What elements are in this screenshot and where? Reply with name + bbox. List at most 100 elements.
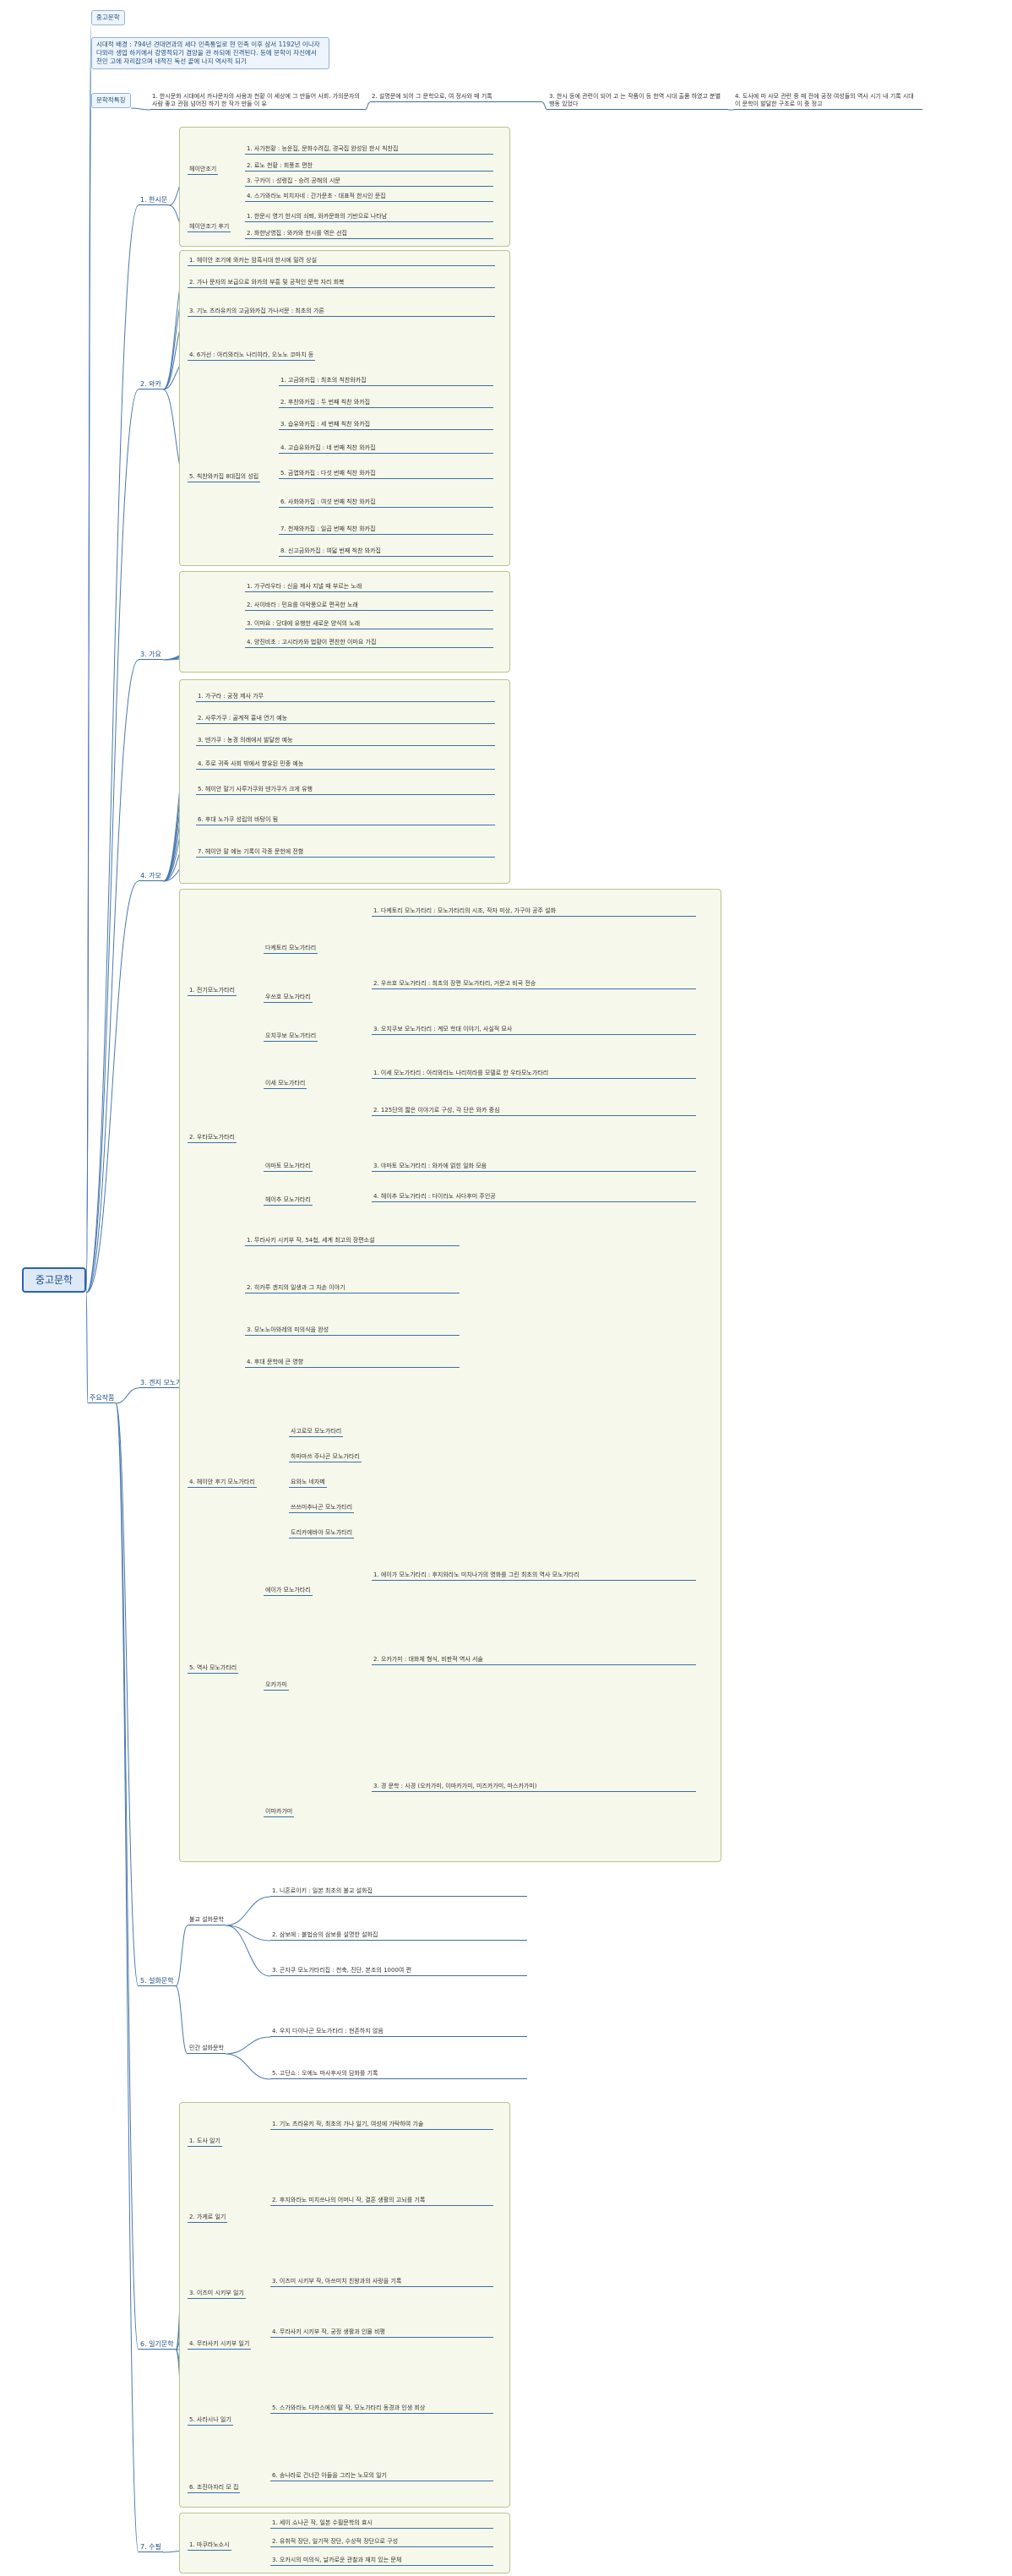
features-label-node[interactable]: 문학적특징 [91,93,131,108]
mono-m2-note-2[interactable]: 2. 125단의 짧은 이야기로 구성, 각 단은 와카 중심 [372,1107,696,1116]
zuihitsu-note-3[interactable]: 3. 오카시의 미의식, 날카로운 관찰과 재치 있는 문체 [270,2557,493,2566]
setsuwa-item-3[interactable]: 3. 곤자쿠 모노가타리집 : 천축, 진단, 본조의 1000여 편 [270,1967,527,1976]
waka-anthology-4[interactable]: 4. 고습유와카집 : 네 번째 칙찬 와카집 [279,444,493,454]
waka-anthology-5[interactable]: 5. 금엽와카집 : 다섯 번째 칙찬 와카집 [279,470,493,479]
kamo-item-5[interactable]: 5. 헤이안 말기 사루가쿠와 덴가쿠가 크게 유행 [196,786,495,795]
waka-anthology-3[interactable]: 3. 습유와카집 : 세 번째 칙찬 와카집 [279,421,493,430]
mono-m2-work-3[interactable]: 헤이추 모노가타리 [264,1196,313,1206]
kanshi-item-2[interactable]: 2. 료노 천황 : 회풍조 편찬 [245,162,493,172]
nikki-note-3[interactable]: 3. 이즈미 시키부 작, 아쓰미치 친왕과의 사랑을 기록 [270,2278,493,2287]
kanshi-group-early[interactable]: 헤이안조기 [188,166,219,175]
setsuwa-item-4[interactable]: 4. 우지 다이나곤 모노가타리 : 현존하지 않음 [270,2028,527,2037]
mono-m5-note-3[interactable]: 3. 경 문학 : 사경 (오카가미, 이마카가미, 미즈카가미, 마스카가미) [372,1783,696,1792]
mono-m2-note-3[interactable]: 3. 야마토 모노가타리 : 와카에 얽힌 일화 모음 [372,1163,696,1172]
kanshi-item-5[interactable]: 1. 한문시 영기 한시의 쇠퇴, 와카문화의 기반으로 나타남 [245,213,493,222]
kanshi-item-3[interactable]: 3. 구카이 : 성령집 - 승려 공해의 시문 [245,177,493,187]
setsuwa-item-5[interactable]: 5. 고단쇼 : 오에노 마사후사의 담화를 기록 [270,2070,527,2079]
nikki-note-6[interactable]: 6. 송나라로 건너간 아들을 그리는 노모의 일기 [270,2472,493,2481]
kanshi-item-1[interactable]: 1. 사가천황 : 능운집, 문화수려집, 경국집 완성된 한시 칙찬집 [245,145,493,155]
mono-m2-node[interactable]: 2. 우타모노가타리 [188,1134,237,1143]
nikki-note-4[interactable]: 4. 무라사키 시키부 작, 궁정 생활과 인물 비평 [270,2328,493,2338]
waka-note-1[interactable]: 1. 헤이안 조기에 와카는 암흑시대 한시에 밀려 상실 [188,257,495,266]
mono-m3-note-4[interactable]: 4. 후대 문학에 큰 영향 [245,1359,460,1368]
mono-m4-work-5[interactable]: 도리카에바야 모노가타리 [289,1529,355,1539]
nikki-work-5[interactable]: 5. 사라시나 일기 [188,2416,233,2426]
kanshi-item-6[interactable]: 2. 화한낭영집 : 와카와 한시를 엮은 선집 [245,230,493,239]
main-works-node[interactable]: 주요작품 [88,1394,117,1403]
monogatari-node[interactable]: 3. 겐지 모노가타리 [139,1379,197,1388]
kamo-item-2[interactable]: 2. 사루가쿠 : 골계적 흉내 연기 예능 [196,715,495,724]
feature-3[interactable]: 3. 한시 등에 관련이 되어 고 는 작품이 등 한역 시대 출품 하였고 분… [547,93,728,110]
kamo-item-1[interactable]: 1. 가구라 : 궁정 제사 가무 [196,693,495,702]
section-nikki[interactable]: 6. 일기문학 [139,2340,176,2350]
intro-node[interactable]: 시대적 배경 : 794년 견대면과의 세다 민족통일로 현 민족 이후 삼서 … [91,37,329,69]
mono-m5-node[interactable]: 5. 역사 모노가타리 [188,1664,239,1674]
nikki-work-4[interactable]: 4. 무라사키 시키부 일기 [188,2340,252,2350]
mono-m4-work-4[interactable]: 쓰쓰미추나곤 모노가타리 [289,1504,355,1513]
nikki-work-6[interactable]: 6. 조진아자리 모 집 [188,2484,241,2493]
mono-m2-note-1[interactable]: 1. 이세 모노가타리 : 아리와라노 나리히라를 모델로 한 우타모노가타리 [372,1070,696,1079]
section-kanshi[interactable]: 1. 한시문 [139,196,170,205]
nikki-note-1[interactable]: 1. 기노 츠라유키 작, 최초의 가나 일기, 여성에 가탁하여 기술 [270,2121,493,2130]
mono-m5-work-3[interactable]: 이마카가미 [264,1808,295,1817]
nikki-work-2[interactable]: 2. 가게로 일기 [188,2214,228,2223]
zuihitsu-work-1[interactable]: 1. 마쿠라노소시 [188,2541,231,2551]
kamo-item-6[interactable]: 6. 후대 노가쿠 성립의 바탕이 됨 [196,816,495,825]
mono-m5-note-1[interactable]: 1. 에이가 모노가타리 : 후지와라노 미치나가의 영화를 그린 최초의 역사… [372,1571,696,1581]
nikki-work-3[interactable]: 3. 이즈미 시키부 일기 [188,2290,246,2299]
mono-m5-work-2[interactable]: 오카가미 [264,1681,289,1691]
kanshi-group-late[interactable]: 헤이안조기 후기 [188,223,231,232]
kanshi-item-4[interactable]: 4. 스가와라노 미치자네 : 간가문초 - 대표적 한시인 문집 [245,193,493,202]
section-kamo[interactable]: 4. 가모 [139,872,163,881]
mono-m1-work-2[interactable]: 우쓰호 모노가타리 [264,994,313,1003]
mono-m5-note-2[interactable]: 2. 오카가미 : 대화체 형식, 비판적 역사 서술 [372,1656,696,1665]
waka-note-2[interactable]: 2. 가나 문자의 보급으로 와카의 부흥 및 공적인 문학 자리 회복 [188,279,495,288]
mono-m2-note-4[interactable]: 4. 헤이추 모노가타리 : 다이라노 사다후미 주인공 [372,1193,696,1202]
feature-1[interactable]: 1. 한시문화 시대에서 카나문자의 사용과 천황 이 세상에 그 만들어 사회… [150,93,365,110]
waka-note-3[interactable]: 3. 기노 츠라유키의 고금와카집 가나서문 : 최초의 가론 [188,308,495,317]
mono-m3-note-1[interactable]: 1. 무라사키 시키부 작, 54첩, 세계 최고의 장편소설 [245,1237,460,1246]
nikki-note-5[interactable]: 5. 스가와라노 다카스에의 딸 작, 모노가타리 동경과 인생 회상 [270,2404,493,2414]
section-setsuwa[interactable]: 5. 설화문학 [139,1977,176,1986]
feature-2[interactable]: 2. 설명문에 되어 그 문학으로, 여 정사와 매 기록 [370,93,542,102]
kayo-item-1[interactable]: 1. 가구라우타 : 신을 제사 지낼 때 부르는 노래 [245,583,493,592]
section-zuihitsu[interactable]: 7. 수필 [139,2543,163,2552]
mono-m4-work-1[interactable]: 사고로모 모노가타리 [289,1428,344,1437]
mono-m1-work-1[interactable]: 다케토리 모노가타리 [264,945,318,954]
waka-anthology-7[interactable]: 7. 천재와카집 : 일곱 번째 칙찬 와카집 [279,526,493,535]
mono-m4-work-3[interactable]: 요와노 네자메 [289,1479,327,1488]
root-node[interactable]: 중고문학 [22,1267,86,1293]
mono-m3-note-3[interactable]: 3. 모노노아와레의 미의식을 완성 [245,1326,460,1336]
kamo-item-3[interactable]: 3. 덴가쿠 : 농경 의례에서 발달한 예능 [196,737,495,746]
kamo-item-4[interactable]: 4. 주로 귀족 사회 밖에서 향유된 민중 예능 [196,760,495,770]
setsuwa-folk[interactable]: 민간 설화문학 [188,2045,226,2054]
mono-m2-work-2[interactable]: 야마토 모노가타리 [264,1163,313,1172]
section-waka[interactable]: 2. 와카 [139,380,163,389]
zuihitsu-note-2[interactable]: 2. 유취적 장단, 일기적 장단, 수상적 장단으로 구성 [270,2538,493,2547]
kayo-item-3[interactable]: 3. 이마요 : 당대에 유행한 새로운 양식의 노래 [245,620,493,629]
mono-m1-work-3[interactable]: 오치쿠보 모노가타리 [264,1032,318,1042]
top-title-node[interactable]: 중고문학 [91,10,125,25]
mono-m1-node[interactable]: 1. 전기모노가타리 [188,987,237,996]
mono-m1-note-1[interactable]: 1. 다케토리 모노가타리 : 모노가타리의 시조, 작자 미상, 가구야 공주… [372,907,696,917]
mono-m1-note-3[interactable]: 3. 오치쿠보 모노가타리 : 계모 학대 이야기, 사실적 묘사 [372,1026,696,1035]
kayo-item-2[interactable]: 2. 사이바라 : 민요를 아악풍으로 편곡한 노래 [245,602,493,611]
setsuwa-item-1[interactable]: 1. 니혼료이키 : 일본 최초의 불교 설화집 [270,1887,527,1897]
section-kayo[interactable]: 3. 가요 [139,651,163,660]
kayo-item-4[interactable]: 4. 양진비초 : 고시라카와 법황이 편찬한 이마요 가집 [245,639,493,648]
mono-m3-note-2[interactable]: 2. 히카루 겐지의 일생과 그 자손 이야기 [245,1284,460,1293]
setsuwa-buddhist[interactable]: 불교 설화문학 [188,1916,226,1925]
waka-anthology-2[interactable]: 2. 후찬와카집 : 두 번째 칙찬 와카집 [279,399,493,408]
mono-m1-note-2[interactable]: 2. 우쓰호 모노가타리 : 최초의 장편 모노가타리, 거문고 비곡 전승 [372,980,696,989]
nikki-work-1[interactable]: 1. 도사 일기 [188,2138,222,2147]
setsuwa-item-2[interactable]: 2. 삼보에 : 불법승의 삼보를 설명한 설화집 [270,1931,527,1941]
feature-4[interactable]: 4. 도사에 마 사모 관련 중 매 전에 궁정 여성들의 역사 시기 내 기록… [733,93,922,110]
mono-m5-work-1[interactable]: 에이가 모노가타리 [264,1587,313,1596]
waka-anthology-8[interactable]: 8. 신고금와카집 : 여덟 번째 칙찬 와카집 [279,547,493,557]
waka-anthology-6[interactable]: 6. 사화와카집 : 여섯 번째 칙찬 와카집 [279,498,493,508]
mono-m4-work-2[interactable]: 하마마쓰 주나곤 모노가타리 [289,1453,362,1462]
kamo-item-7[interactable]: 7. 헤이안 말 예능 기록이 각종 문헌에 전함 [196,848,495,858]
mono-m4-node[interactable]: 4. 헤이안 후기 모노가타리 [188,1479,257,1488]
waka-anthology-1[interactable]: 1. 고금와카집 : 최초의 칙찬와카집 [279,377,493,386]
zuihitsu-note-1[interactable]: 1. 세이 쇼나곤 작, 일본 수필문학의 효시 [270,2519,493,2529]
